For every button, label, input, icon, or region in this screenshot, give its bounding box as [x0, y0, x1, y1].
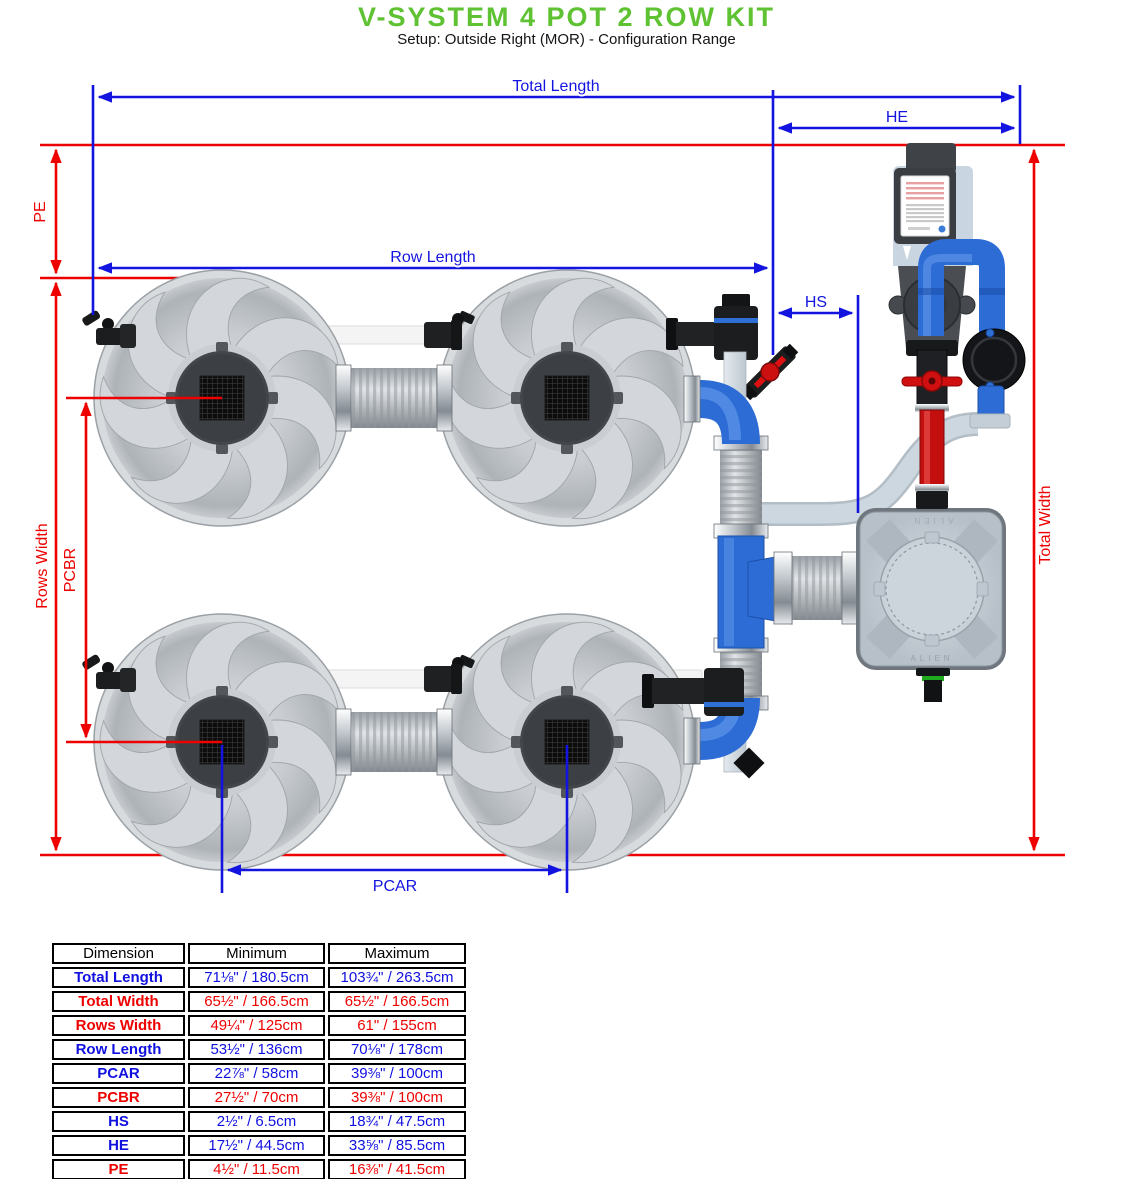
table-row: Total Length 71⅛" / 180.5cm 103¾" / 263.…	[52, 967, 466, 988]
screen-led	[938, 225, 946, 233]
pot-top-right	[427, 256, 703, 530]
table-row: PCAR 22⅞" / 58cm 39⅜" / 100cm	[52, 1063, 466, 1084]
col-header-minimum: Minimum	[188, 943, 325, 964]
page-title: V-SYSTEM 4 POT 2 ROW KIT	[357, 2, 776, 32]
table-row: PE 4½" / 11.5cm 16⅜" / 41.5cm	[52, 1159, 466, 1179]
label-pcbr: PCBR	[62, 548, 79, 592]
table-row: Rows Width 49¼" / 125cm 61" / 155cm	[52, 1015, 466, 1036]
table-row: Row Length 53½" / 136cm 70⅛" / 178cm	[52, 1039, 466, 1060]
manifold	[642, 294, 799, 779]
row2-hose	[335, 708, 453, 776]
label-he: HE	[886, 109, 908, 126]
manifold-valve	[741, 343, 799, 401]
table-row: Total Width 65½" / 166.5cm 65½" / 166.5c…	[52, 991, 466, 1012]
page-subtitle: Setup: Outside Right (MOR) - Configurati…	[397, 31, 736, 48]
label-hs: HS	[805, 294, 827, 311]
blue-dimensions	[91, 85, 1022, 893]
col-header-maximum: Maximum	[328, 943, 466, 964]
label-row-length: Row Length	[390, 249, 475, 266]
dimension-table: Dimension Minimum Maximum Total Length 7…	[49, 940, 469, 1179]
label-total-width: Total Width	[1037, 485, 1054, 564]
reservoir-brand-top: ALIEN	[910, 516, 953, 525]
pot-top-left	[82, 256, 358, 530]
table-header-row: Dimension Minimum Maximum	[52, 943, 466, 964]
reservoir-brand: ALIEN	[910, 654, 953, 663]
table-row: HS 2½" / 6.5cm 18¾" / 47.5cm	[52, 1111, 466, 1132]
table-row: PCBR 27½" / 70cm 39⅜" / 100cm	[52, 1087, 466, 1108]
row1-hose	[335, 364, 453, 432]
pot-bottom-left	[82, 600, 358, 874]
col-header-dimension: Dimension	[52, 943, 185, 964]
pot-bottom-right	[427, 600, 703, 874]
label-total-length: Total Length	[512, 78, 599, 95]
pump-feed-hose	[746, 412, 979, 526]
table-row: HE 17½" / 44.5cm 33⅝" / 85.5cm	[52, 1135, 466, 1156]
label-pcar: PCAR	[373, 878, 417, 895]
reservoir: ALIEN ALIEN	[856, 508, 1006, 702]
label-rows-width: Rows Width	[34, 523, 51, 608]
pump-controller	[888, 143, 1026, 509]
red-dimensions	[50, 148, 1040, 852]
label-pe: PE	[32, 201, 49, 222]
reservoir-hose	[773, 551, 862, 625]
